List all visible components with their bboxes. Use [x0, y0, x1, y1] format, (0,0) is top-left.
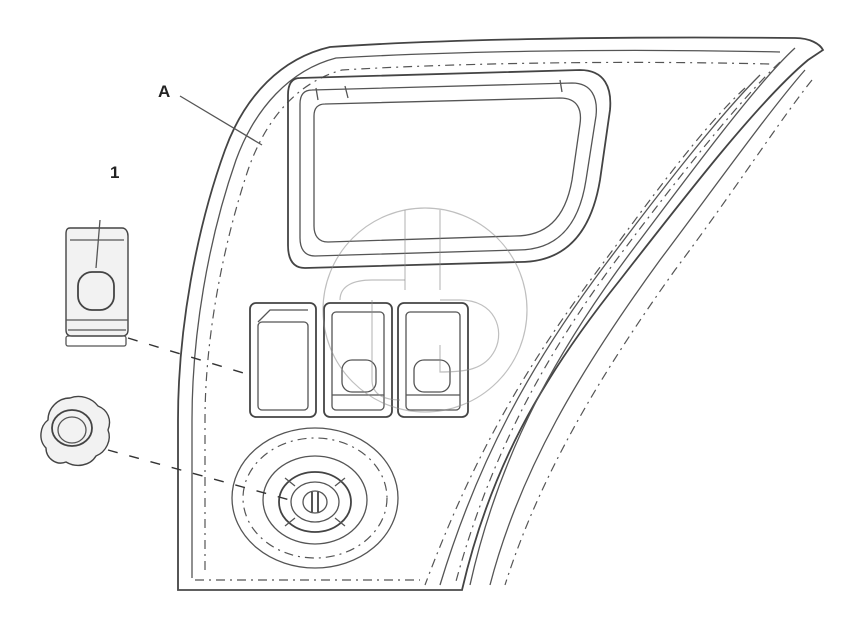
assembly-line-knob	[107, 449, 291, 501]
switch-slot-middle	[323, 302, 393, 418]
switch-slot-left	[249, 302, 317, 418]
assembly-line-switch	[127, 337, 251, 376]
rotary-knob-part	[40, 395, 111, 467]
callout-label-1: 1	[110, 163, 120, 182]
side-console-panel	[177, 36, 825, 591]
rocker-switch-part-1	[65, 219, 129, 347]
watermark-logo-icon	[322, 207, 528, 413]
switch-slot-right	[397, 302, 469, 418]
ignition-switch	[231, 427, 399, 569]
callout-label-a: A	[158, 82, 171, 101]
leader-line-a	[179, 95, 263, 146]
window-recess	[287, 69, 612, 269]
